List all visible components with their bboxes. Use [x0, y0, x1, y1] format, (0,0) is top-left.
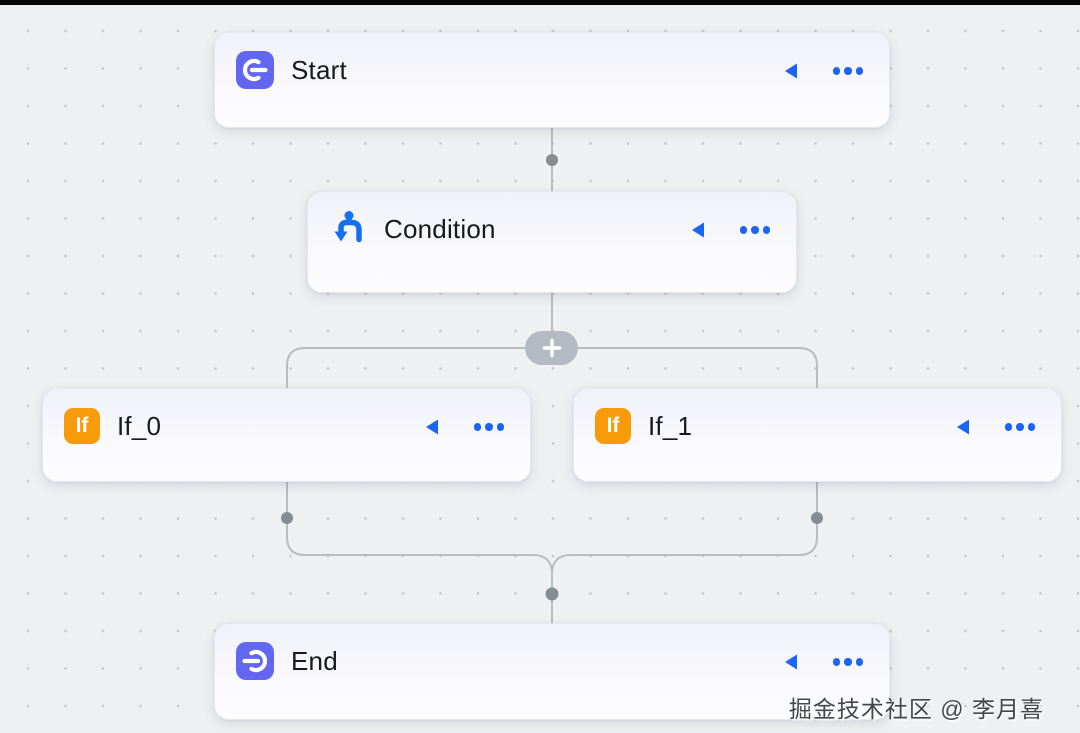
triangle-left-icon — [784, 654, 797, 670]
node-title: End — [291, 645, 338, 676]
node-if-0-header: If If_0 — [64, 406, 161, 446]
ellipsis-icon — [1004, 423, 1012, 431]
ellipsis-icon — [496, 423, 504, 431]
edge-if1-to-merge — [551, 482, 818, 623]
node-collapse-button[interactable] — [783, 62, 799, 80]
node-title: Condition — [384, 213, 496, 244]
node-title: Start — [291, 54, 347, 85]
node-more-button[interactable] — [739, 226, 770, 234]
edge-connector-dot — [811, 512, 823, 524]
node-if-0[interactable]: If If_0 — [42, 388, 531, 482]
node-if-1[interactable]: If If_1 — [573, 388, 1062, 482]
node-collapse-button[interactable] — [690, 221, 706, 239]
node-condition-header: Condition — [329, 209, 496, 249]
node-end[interactable]: End — [214, 623, 890, 720]
ellipsis-icon — [485, 423, 493, 431]
if-icon-label: If — [606, 414, 620, 437]
if-icon-label: If — [75, 414, 89, 437]
node-end-actions — [783, 642, 863, 682]
ellipsis-icon — [739, 226, 747, 234]
node-if-0-actions — [424, 407, 504, 447]
watermark-text: 掘金技术社区 @ 李月喜 — [788, 696, 1044, 722]
node-collapse-button[interactable] — [424, 418, 440, 436]
top-letterbox-bar — [0, 0, 1080, 5]
ellipsis-icon — [844, 658, 852, 666]
ellipsis-icon — [844, 67, 852, 75]
node-start-header: Start — [236, 50, 347, 90]
ellipsis-icon — [855, 67, 863, 75]
ellipsis-icon — [473, 423, 481, 431]
branch-split-icon — [329, 209, 367, 249]
node-title: If_1 — [648, 410, 693, 441]
triangle-left-icon — [425, 419, 438, 435]
node-if-1-actions — [955, 407, 1035, 447]
node-collapse-button[interactable] — [955, 418, 971, 436]
ellipsis-icon — [855, 658, 863, 666]
edge-connector-dot — [546, 154, 558, 166]
node-more-button[interactable] — [832, 67, 863, 75]
triangle-left-icon — [691, 222, 704, 238]
plus-icon — [542, 338, 561, 358]
ellipsis-icon — [832, 67, 840, 75]
node-collapse-button[interactable] — [783, 653, 799, 671]
node-title: If_0 — [117, 410, 162, 441]
ellipsis-icon — [832, 658, 840, 666]
if-icon: If — [595, 408, 631, 444]
ellipsis-icon — [762, 226, 770, 234]
triangle-left-icon — [956, 419, 969, 435]
node-condition-actions — [690, 210, 770, 250]
node-start-actions — [783, 51, 863, 91]
node-if-1-header: If If_1 — [595, 406, 692, 446]
edge-connector-dot — [281, 512, 293, 524]
node-more-button[interactable] — [832, 658, 863, 666]
end-icon — [236, 642, 274, 680]
edge-if0-to-merge — [286, 482, 553, 623]
triangle-left-icon — [784, 63, 797, 79]
ellipsis-icon — [1027, 423, 1035, 431]
edge-connector-dot — [545, 587, 559, 601]
node-start[interactable]: Start — [214, 32, 890, 128]
node-more-button[interactable] — [1004, 423, 1035, 431]
node-more-button[interactable] — [473, 423, 504, 431]
if-icon: If — [64, 408, 100, 444]
add-node-button[interactable] — [525, 331, 578, 365]
node-condition[interactable]: Condition — [307, 191, 797, 293]
ellipsis-icon — [1016, 423, 1024, 431]
ellipsis-icon — [751, 226, 759, 234]
node-end-header: End — [236, 641, 338, 681]
start-icon — [236, 51, 274, 89]
